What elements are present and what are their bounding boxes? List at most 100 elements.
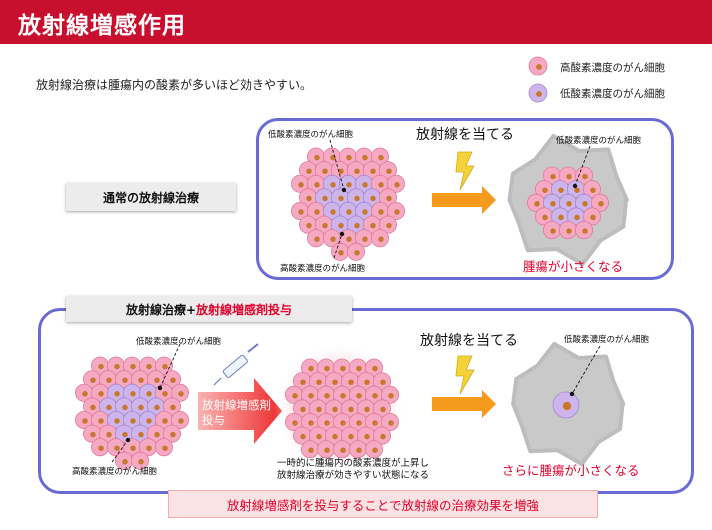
p1-shrunk-tumor-cell-18-nucleus <box>582 228 588 234</box>
p1-tumor-cell-26-nucleus <box>330 209 336 215</box>
p1-tumor-cell-42-nucleus <box>338 250 344 256</box>
p2-oxygenated-tumor-cell-30-nucleus <box>388 420 394 426</box>
p1-shrunk-tumor-cell-11-nucleus <box>598 201 604 207</box>
p2-tumor-cell-40-nucleus <box>146 445 152 451</box>
normal-therapy-tag: 通常の放射線治療 <box>66 183 236 211</box>
p2-tumor-cell-11-nucleus <box>82 391 88 397</box>
p2-tumor-cell-25-nucleus <box>98 418 104 424</box>
p1-after-pointer-tip <box>572 183 578 189</box>
p1-tumor-cell-33-nucleus <box>338 222 344 229</box>
p1-tumor-cell-34-nucleus <box>354 222 360 229</box>
p2-tumor-cell-0-nucleus <box>98 363 104 370</box>
p2-low-pointer <box>159 343 181 389</box>
p2-tumor-cell-3-nucleus <box>146 363 152 370</box>
p2-tumor-cell-43-nucleus <box>138 459 144 465</box>
p2-after-pointer-tip <box>569 391 575 397</box>
p1-shrunk-tumor-cell-17-nucleus <box>566 228 572 234</box>
p1-shrunk-tumor-cell-13-nucleus <box>558 214 564 221</box>
p1-tumor-cell-25-nucleus <box>314 209 320 215</box>
oxygen-note: 一時的に腫瘍内の酸素濃度が上昇し 放射線治療が効きやすい状態になる <box>258 458 448 482</box>
p1-shrunk-tumor-cell-12-nucleus <box>542 214 548 221</box>
p1-tumor-cell-14-nucleus <box>346 182 352 188</box>
p2-oxygenated-tumor-cell-25-nucleus <box>308 420 314 426</box>
p1-tumor-cell-1-nucleus <box>330 154 336 161</box>
p1-tumor-cell-24-nucleus <box>298 209 304 215</box>
p2-tumor-cell-21-nucleus <box>138 404 144 411</box>
p1-shrunk-tumor-cell-0-nucleus <box>550 173 556 180</box>
p2-high-oxygen-label: 高酸素濃度のがん細胞 <box>72 467 158 477</box>
p2-oxygenated-tumor-cell-32-nucleus <box>316 433 322 440</box>
p1-arrow <box>432 186 496 214</box>
p1-shrunk-tumor-cell-4-nucleus <box>558 187 564 193</box>
p2-oxygenated-tumor-cell-27-nucleus <box>340 420 346 426</box>
p2-oxygenated-tumor-cell-21-nucleus <box>348 406 354 413</box>
p2-oxygenated-tumor-cell-26-nucleus <box>324 420 330 426</box>
p2-oxygenated-tumor-cell-13-nucleus <box>324 393 330 399</box>
p2-tumor-cell-26-nucleus <box>114 418 120 424</box>
p1-tumor-cell-40-nucleus <box>362 236 368 242</box>
p1-bolt-icon <box>455 151 475 191</box>
p2-oxygenated-tumor-cell-33-nucleus <box>332 433 338 440</box>
p2-tumor-cell-24-nucleus <box>82 418 88 424</box>
p1-tumor-cell-0-nucleus <box>314 154 320 161</box>
p1-tumor-cell-7-nucleus <box>338 168 344 174</box>
p1-low-pointer <box>329 139 345 191</box>
p2-oxygenated-tumor-cell-0-nucleus <box>308 365 314 372</box>
p1-tumor-cell-17-nucleus <box>394 182 400 188</box>
p2-tumor-cell-22-nucleus <box>154 404 160 411</box>
p2-tumor-cell-6-nucleus <box>106 377 112 383</box>
p1-radiation-label: 放射線を当てる <box>416 127 514 143</box>
p2-oxygenated-tumor-cell-1-nucleus <box>324 365 330 372</box>
p2-tumor-cell-1-nucleus <box>114 363 120 370</box>
p1-shrunk-tumor-cell-7-nucleus <box>534 201 540 207</box>
p2-tumor-cell-10-nucleus <box>170 377 176 383</box>
p2-oxygenated-tumor-cell-17-nucleus <box>388 393 394 399</box>
p1-tumor-cell-41-nucleus <box>378 236 384 242</box>
p1-tumor-cell-21-nucleus <box>354 195 360 202</box>
p1-high-pointer <box>333 233 343 259</box>
p1-tumor-cell-43-nucleus <box>354 250 360 256</box>
p2-after-low-label: 低酸素濃度のがん細胞 <box>564 335 650 345</box>
p1-shrunk-tumor-cell-6-nucleus <box>590 187 596 193</box>
p2-tumor-cell-42-nucleus <box>122 459 128 465</box>
p2-tumor-cell-19-nucleus <box>106 404 112 411</box>
p1-tumor-cell-36-nucleus <box>386 222 392 229</box>
p2-oxygenated-tumor-cell-34-nucleus <box>348 433 354 440</box>
syringe-icon <box>222 354 248 378</box>
p2-oxygenated-tumor-cell-38-nucleus <box>324 447 330 453</box>
p1-after-low-label: 低酸素濃度のがん細胞 <box>556 136 642 146</box>
p1-high-pointer-tip <box>339 231 345 237</box>
p2-tumor-cell-17-nucleus <box>178 391 184 397</box>
p2-oxygenated-tumor-cell-22-nucleus <box>364 406 370 413</box>
p2-arrow <box>432 390 496 418</box>
p2-bolt-icon <box>455 355 475 395</box>
p2-oxygenated-tumor-cell-24-nucleus <box>292 420 298 426</box>
p2-oxygenated-tumor-cell-31-nucleus <box>300 433 306 440</box>
p2-oxygenated-tumor-cell-37-nucleus <box>308 447 314 453</box>
p1-tumor-cell-19-nucleus <box>322 195 328 202</box>
oxygen-note-line1: 一時的に腫瘍内の酸素濃度が上昇し <box>276 458 429 469</box>
drug-arrow-line2: 投与 <box>202 413 225 427</box>
p1-tumor-cell-31-nucleus <box>306 222 312 229</box>
p2-tumor-cell-13-nucleus <box>114 391 120 397</box>
sensitizer-arrow <box>198 378 282 444</box>
p1-tumor-cell-4-nucleus <box>378 154 384 161</box>
drug-arrow-line1: 放射線増感剤 <box>202 398 271 412</box>
p2-oxygenated-tumor-cell-28-nucleus <box>356 420 362 426</box>
p1-tumor-cell-22-nucleus <box>370 195 376 202</box>
title-bar <box>0 0 712 44</box>
p2-oxygenated-tumor-cell-5-nucleus <box>300 379 306 385</box>
drug-arrow-text: 放射線増感剤 投与 <box>202 398 271 428</box>
legend-low-swatch-nucleus <box>536 91 542 97</box>
p1-tumor-cell-13-nucleus <box>330 182 336 188</box>
oxygen-note-line2: 放射線治療が効きやすい状態になる <box>276 470 429 481</box>
p2-oxygenated-tumor-cell-11-nucleus <box>292 393 298 399</box>
p1-tumor-cell-27-nucleus <box>346 209 352 215</box>
p2-radiation-label: 放射線を当てる <box>420 333 518 349</box>
p2-tumor-cell-33-nucleus <box>122 431 128 438</box>
p1-shrunk-tumor-cell-15-nucleus <box>590 214 596 221</box>
p2-tumor-cell-31-nucleus <box>90 431 96 438</box>
p2-high-pointer <box>111 439 129 463</box>
p2-tumor-cell-8-nucleus <box>138 377 144 383</box>
p2-tumor-cell-29-nucleus <box>162 418 168 424</box>
